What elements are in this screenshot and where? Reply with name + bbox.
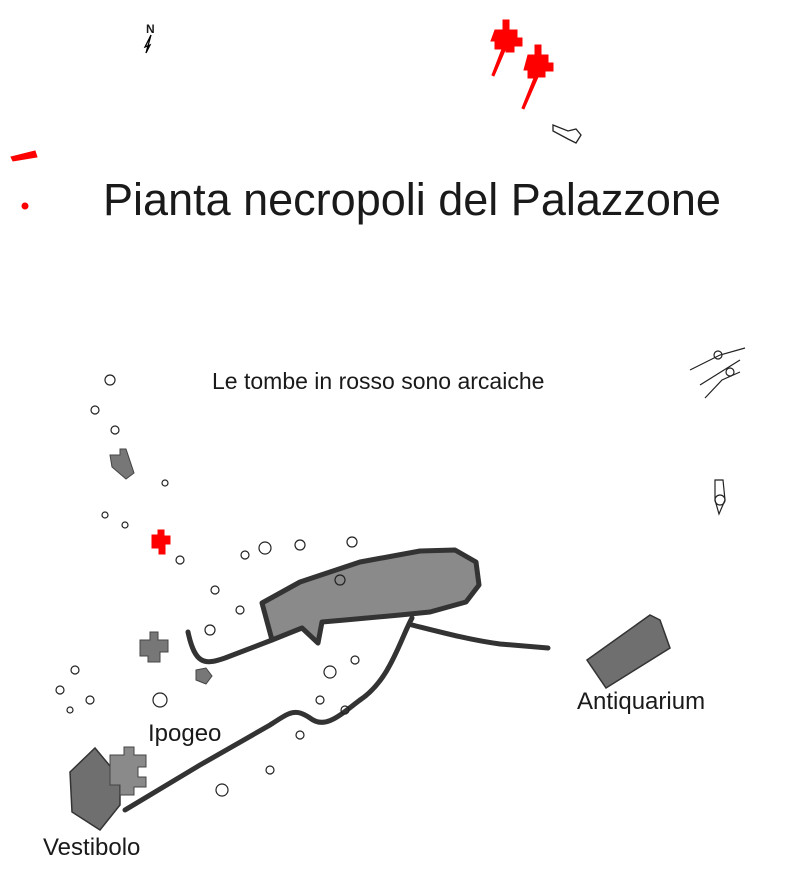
north-arrow-icon <box>143 34 152 54</box>
archaic-tomb <box>21 202 29 210</box>
tomb <box>195 667 213 685</box>
road <box>122 615 415 813</box>
road <box>409 622 551 651</box>
roads <box>122 615 551 813</box>
map-legend-note: Le tombe in rosso sono arcaiche <box>212 368 545 394</box>
map-title: Pianta necropoli del Palazzone <box>103 174 721 225</box>
main-tomb-area <box>259 547 482 646</box>
vestibolo-building <box>69 746 121 831</box>
archaic-tomb <box>521 44 554 110</box>
archaic-tombs <box>10 19 554 555</box>
antiquarium-building <box>585 614 671 690</box>
north-label: N <box>146 22 155 36</box>
archaic-tomb <box>490 19 523 77</box>
tomb <box>552 124 582 144</box>
road <box>185 629 275 665</box>
archaic-tomb <box>10 150 38 162</box>
label-vestibolo: Vestibolo <box>43 834 141 861</box>
archaic-tomb <box>151 529 171 555</box>
tomb <box>139 631 169 663</box>
tomb <box>109 448 135 480</box>
tomb <box>109 746 147 796</box>
label-antiquarium: Antiquarium <box>577 688 706 715</box>
tombs <box>55 347 746 797</box>
label-ipogeo: Ipogeo <box>148 720 222 747</box>
